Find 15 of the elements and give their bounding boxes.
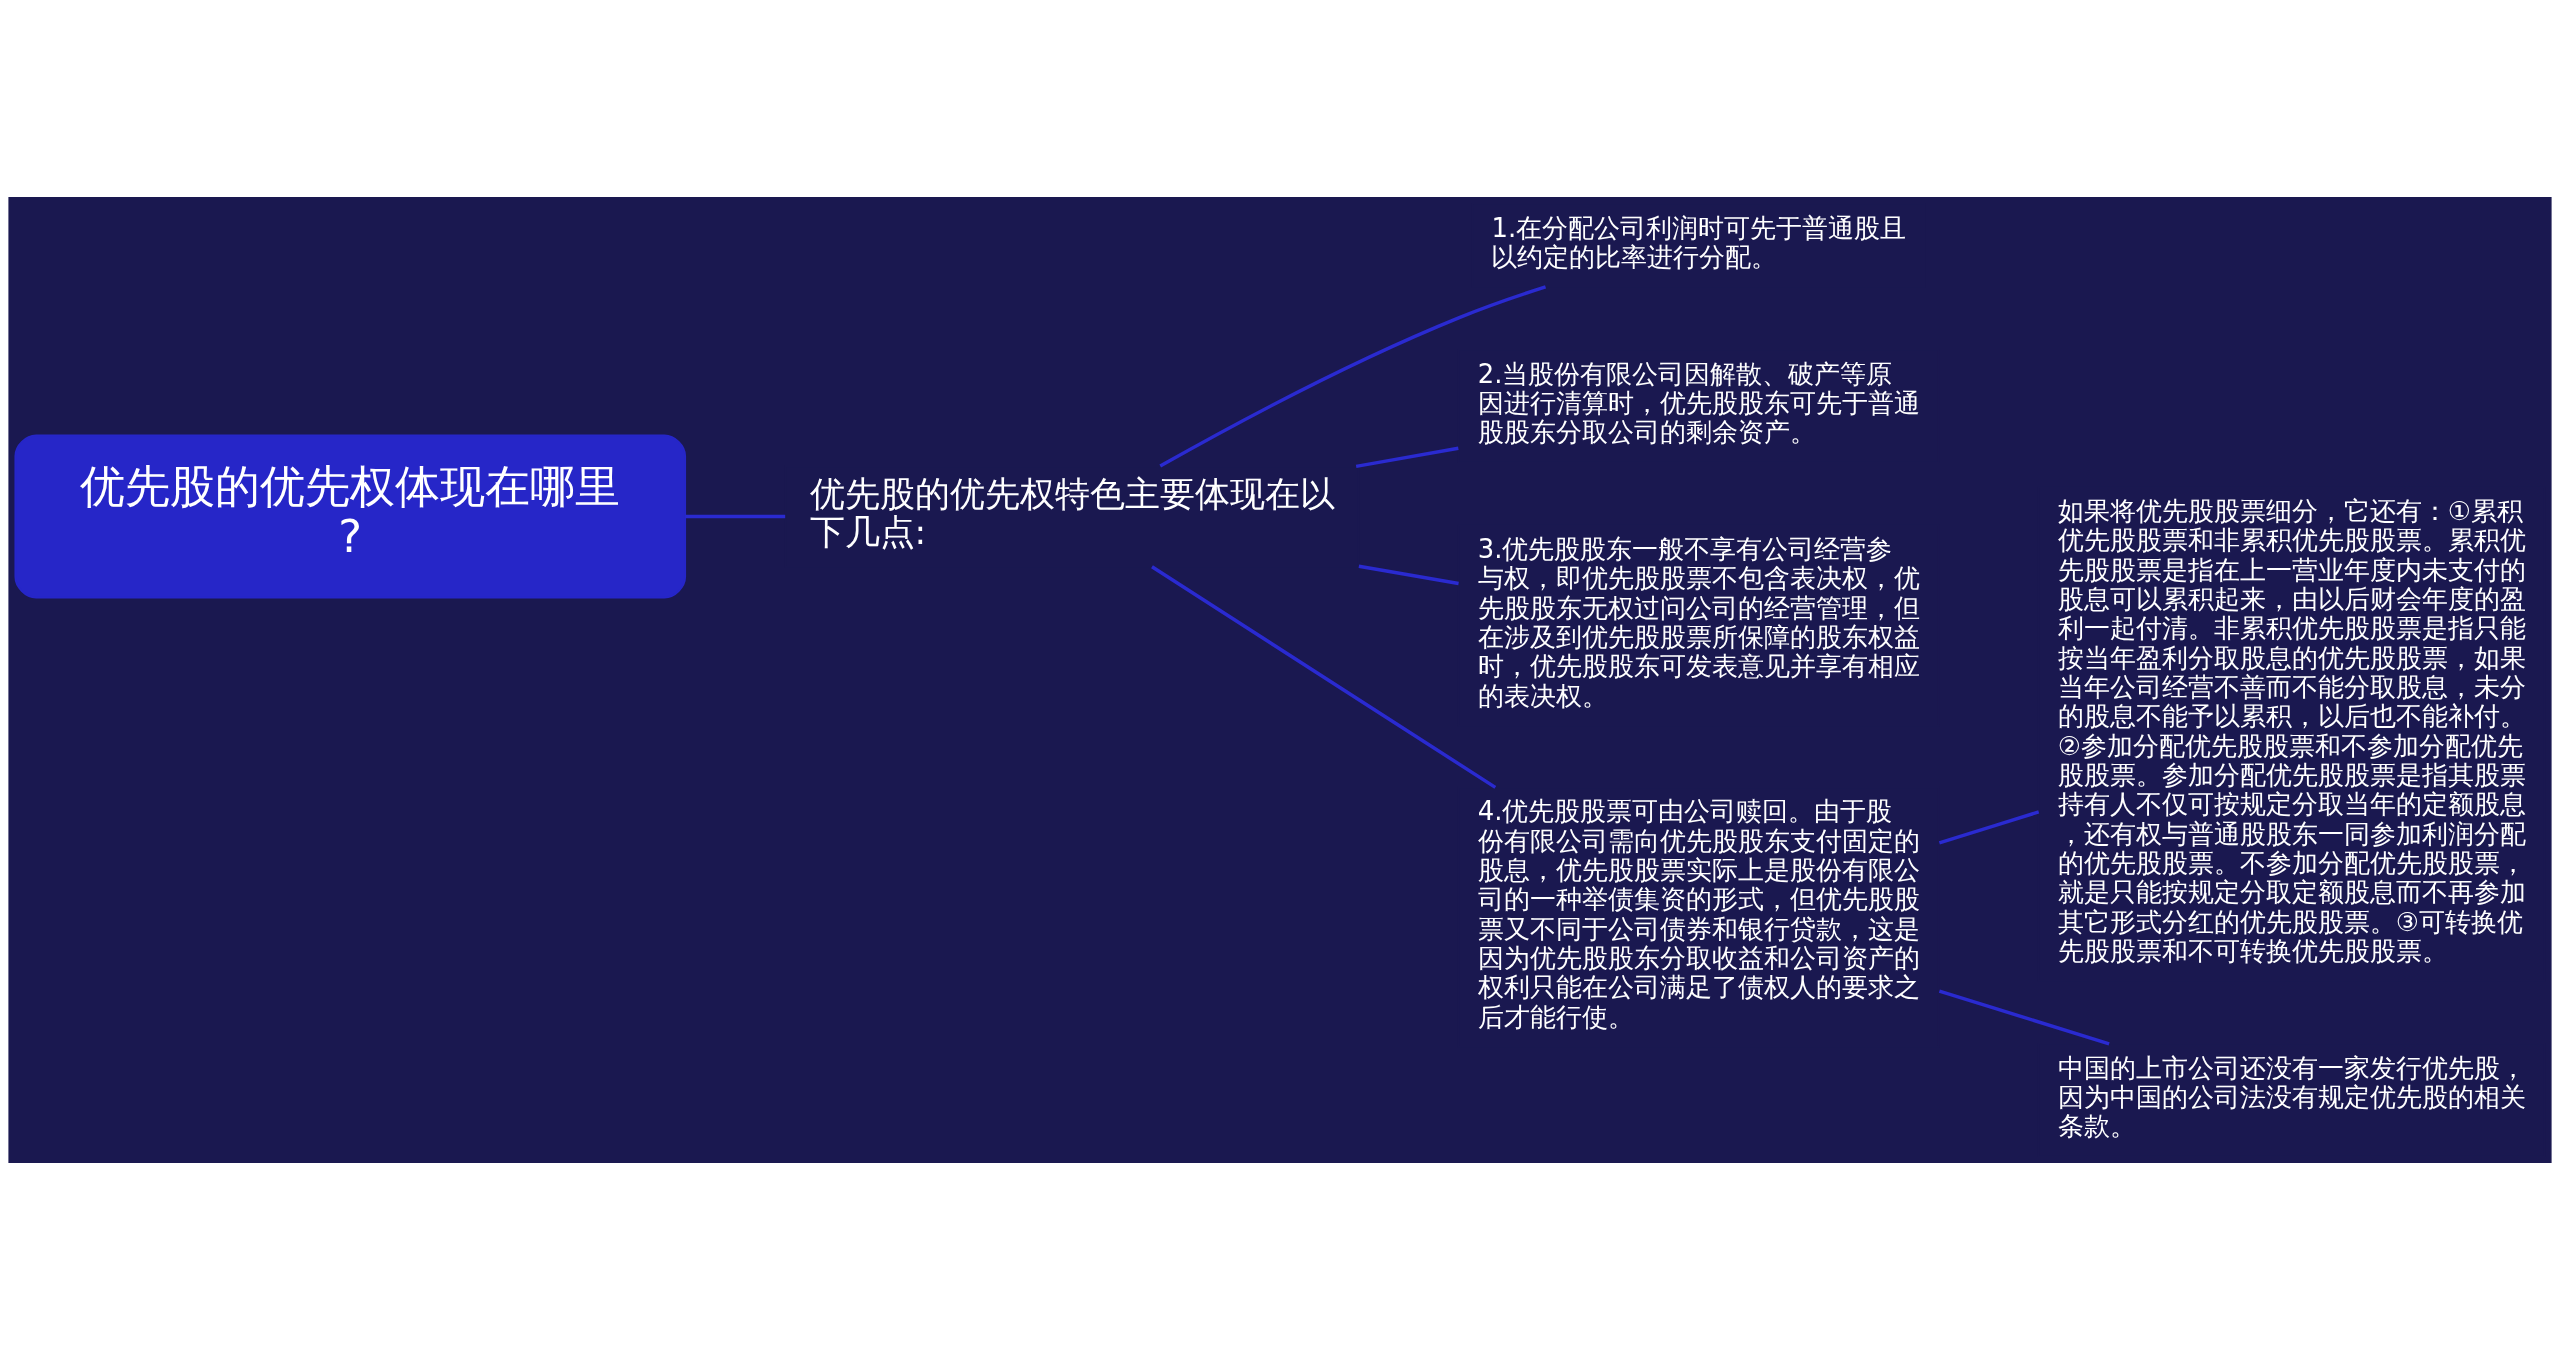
connector	[1358, 564, 1459, 585]
connector	[1355, 446, 1459, 468]
node-text: 2.当股份有限公司因解散、破产等原因进行清算时，优先股股东可先于普通股股东分取公司的剩余资产。	[1477, 358, 1920, 447]
connector	[1151, 564, 1497, 789]
node-box: 优先股的优先权体现在哪里?	[14, 433, 687, 598]
node-text: 3.优先股股东一般不享有公司经营参与权，即优先股股票不包含表决权，优先股股东无权过问公司的经营管理，但在涉及到优先股股票所保障的股东权益时，优先股股东可发表意见并享有相应的表决权。	[1477, 533, 1920, 711]
connector	[685, 514, 786, 518]
connector	[1938, 989, 2110, 1045]
node-text: 4.优先股股票可由公司赎回。由于股份有限公司需向优先股股东支付固定的股息，优先股股票实际上是股份有限公司的一种举债集资的形式，但优先股股票又不同于公司债券和银行贷款，这是因为优先股股东分取收益和公司资产的权利只能在公司满足了债权人的要求之后才能行使。	[1477, 795, 1920, 1032]
node-text: 优先股的优先权特色主要体现在以下几点:	[809, 473, 1335, 552]
node-text: 1.在分配公司利润时可先于普通股且以约定的比率进行分配。	[1491, 212, 1907, 272]
connector	[1159, 284, 1547, 468]
connector	[1938, 809, 2040, 844]
node-text: 中国的上市公司还没有一家发行优先股，因为中国的公司法没有规定优先股的相关条款。	[2057, 1052, 2526, 1141]
node-text: 如果将优先股股票细分，它还有：①累积优先股股票和非累积优先股股票。累积优先股股票是指在上一营业年度内未支付的股息可以累积起来，由以后财会年度的盈利一起付清。非累积优先股股票是指只能按当年盈利分取股息的优先股股票，如果当年公司经营不善而不能分取股息，未分的股息不能予以累积，以后也不能补付。②参加分配优先股股票和不参加分配优先股股票。参加分配优先股股票是指其股票持有人不仅可按规定分取当年的定额股息，还有权与普通股股东一同参加利润分配的优先股股票。不参加分配优先股股票，就是只能按规定分取定额股息而不再参加其它形式分红的优先股股票。③可转换优先股股票和不可转换优先股股票。	[2057, 495, 2526, 966]
